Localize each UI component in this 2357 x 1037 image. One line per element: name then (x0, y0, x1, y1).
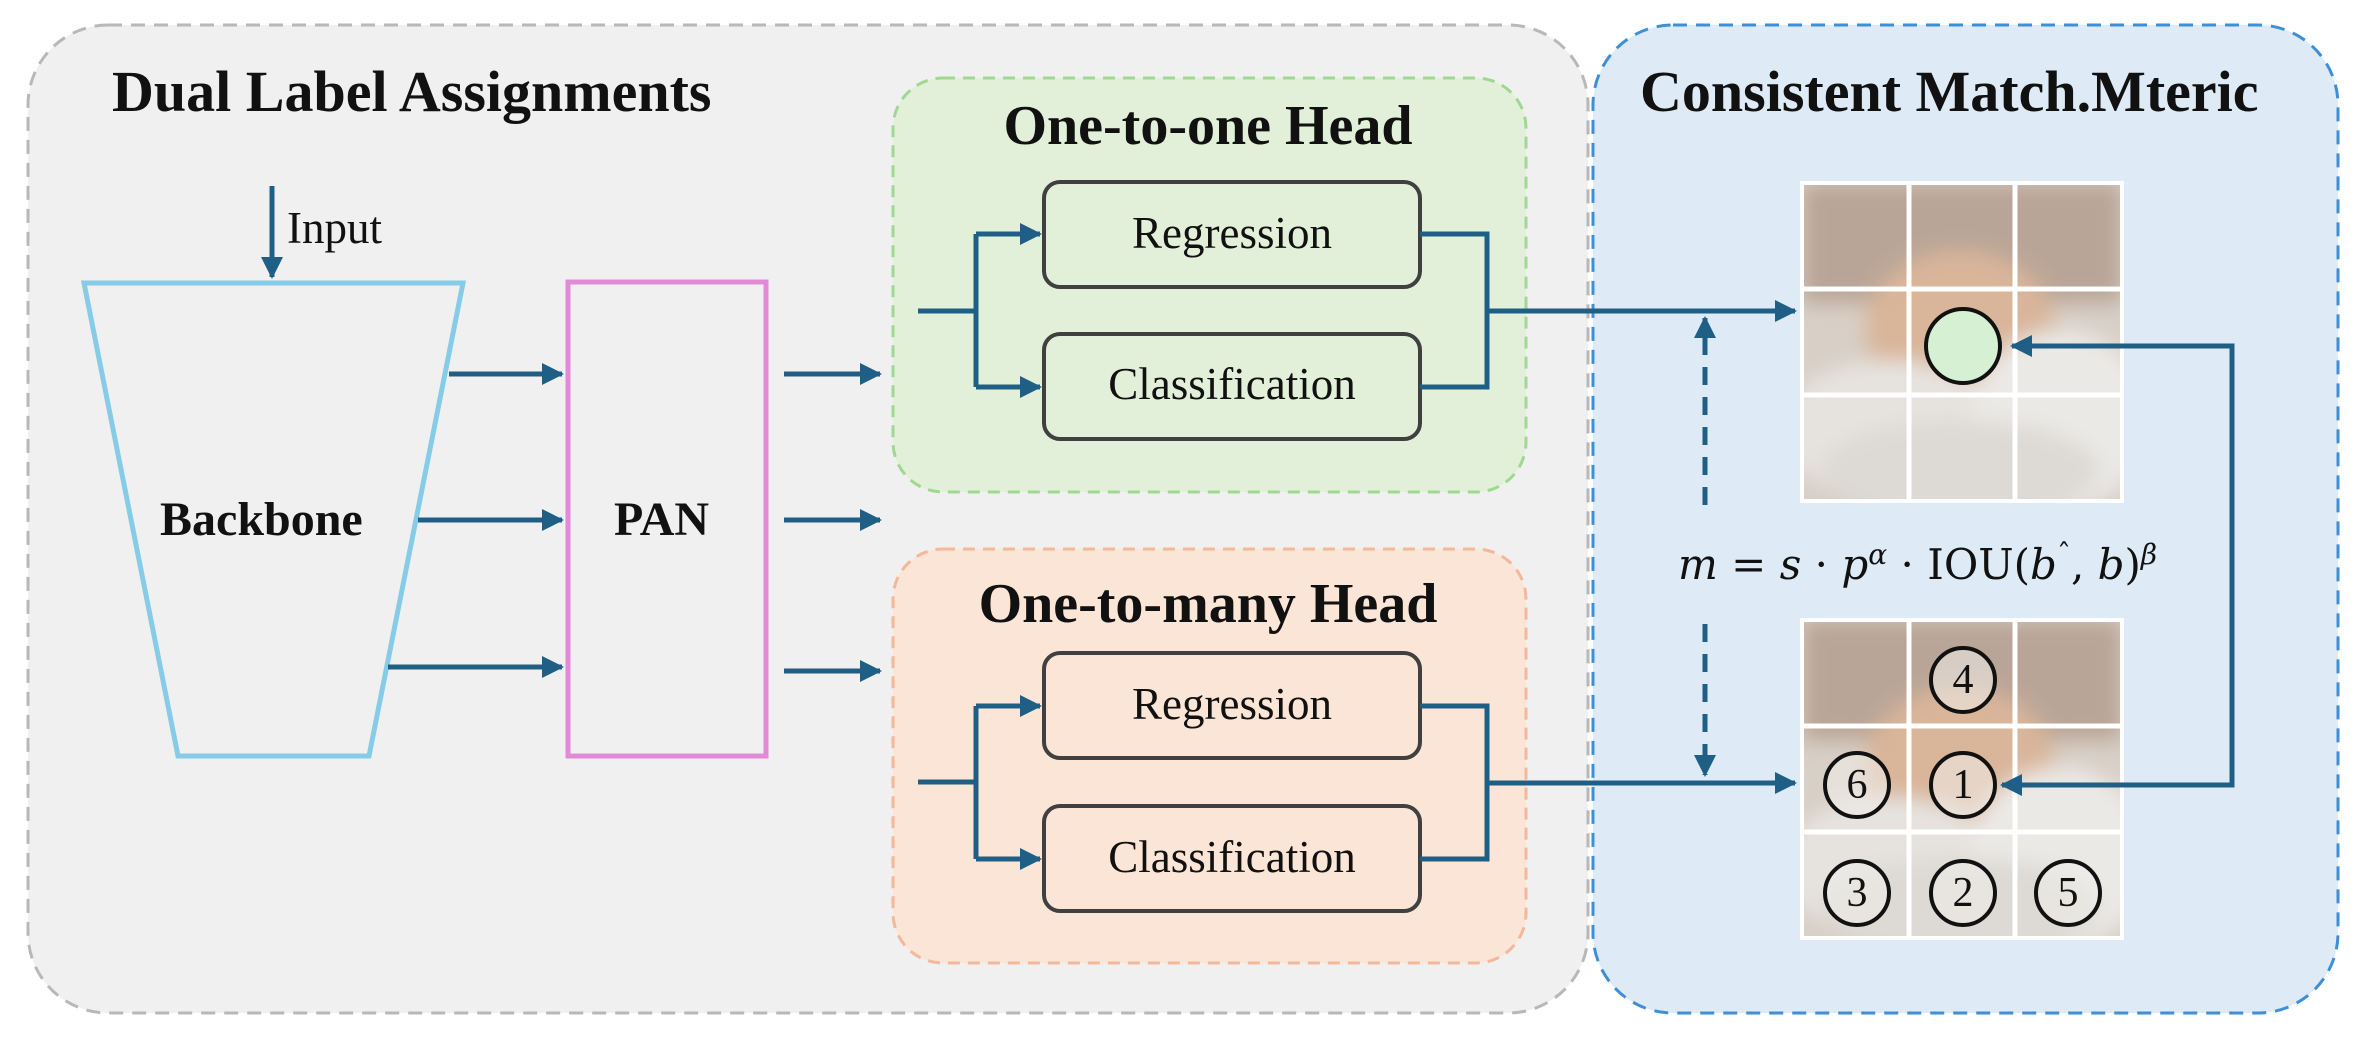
left-panel-title: Dual Label Assignments (112, 59, 712, 124)
formula-eq: = (1717, 540, 1780, 589)
anchor-circle-4 (1929, 646, 1997, 714)
formula-dot-2: · (1887, 540, 1928, 589)
formula-comma: , (2070, 540, 2098, 589)
anchor-number-2: 2 (1952, 870, 1974, 916)
backbone-label: Backbone (160, 493, 363, 546)
pan-block (565, 279, 769, 759)
anchor-circle-6 (1823, 751, 1891, 819)
formula-hat: ˆ (2056, 538, 2071, 571)
formula-p: p (1841, 540, 1869, 589)
formula-alpha: α (1868, 538, 1888, 571)
input-label: Input (287, 203, 382, 253)
o2o-regression-label: Regression (1132, 208, 1332, 258)
o2m-classification-label: Classification (1108, 832, 1356, 882)
o2m-input-wire (918, 706, 979, 859)
anchor-number-1: 1 (1952, 762, 1974, 808)
o2m-regression-label: Regression (1132, 679, 1332, 729)
anchor-number-6: 6 (1846, 762, 1868, 808)
top-anchor-grid (1802, 183, 2122, 501)
anchor-number-4: 4 (1952, 657, 1974, 703)
anchor-circle-5 (2034, 859, 2102, 927)
pan-label: PAN (614, 493, 710, 546)
anchor-circle-2 (1929, 859, 1997, 927)
formula-iou: IOU( (1927, 540, 2031, 589)
formula-s: s (1779, 540, 1802, 589)
formula-b: b (2097, 540, 2125, 589)
o2o-classification-label: Classification (1108, 359, 1356, 409)
formula-dot-1: · (1801, 540, 1842, 589)
formula-m: m (1678, 540, 1718, 589)
match-metric-formula: m = s · pα · IOU(bˆ, b)β (1678, 538, 2157, 589)
o2m-output-wire (1420, 703, 1795, 862)
formula-beta: β (2140, 538, 2158, 571)
backbone-block (80, 280, 467, 759)
one-to-one-head-title: One-to-one Head (1003, 95, 1413, 157)
anchor-circle-1 (1929, 751, 1997, 819)
formula-b-hat: b (2030, 540, 2057, 589)
right-panel-title: Consistent Match.Mteric (1640, 59, 2259, 124)
one-to-many-head-title: One-to-many Head (978, 573, 1438, 635)
anchor-number-5: 5 (2057, 870, 2079, 916)
selected-anchor-circle (1924, 307, 2002, 385)
o2o-output-wire (1420, 231, 1795, 390)
o2o-input-wire (918, 234, 979, 387)
anchor-number-3: 3 (1846, 870, 1868, 916)
formula-close: ) (2124, 540, 2141, 589)
match-feedback-wire (2010, 335, 2235, 788)
anchor-circle-3 (1823, 859, 1891, 927)
